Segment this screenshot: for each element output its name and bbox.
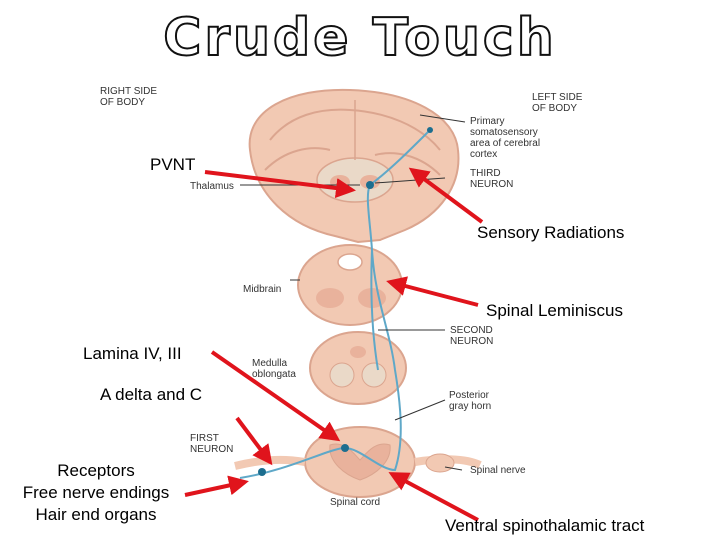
spinal-cord-section [234, 426, 482, 498]
page-title: Crude Touch [162, 7, 557, 69]
a-delta-c-label: A delta and C [100, 385, 203, 404]
spinal-nerve-label: Spinal nerve [470, 465, 526, 476]
primary-area-label: Primary somatosensory area of cerebral c… [470, 116, 541, 160]
spinal-leminiscus-label: Spinal Leminiscus [486, 301, 624, 320]
posterior-horn-label: Posterior gray horn [449, 390, 492, 412]
medulla-label: Medulla oblongata [252, 358, 296, 380]
right-side-label: RIGHT SIDE OF BODY [100, 86, 158, 108]
arrow-ventral-tract [388, 472, 479, 522]
third-neuron-label: THIRD NEURON [470, 168, 514, 190]
left-side-label: LEFT SIDE OF BODY [532, 92, 583, 114]
arrow-lamina [210, 350, 341, 442]
arrow-pvnt [204, 170, 356, 198]
annotation-arrows [184, 167, 484, 522]
arrow-spinal-leminiscus [386, 276, 479, 307]
arrow-receptors [184, 475, 249, 497]
pathway-lines [239, 129, 431, 479]
brain-section [248, 88, 460, 244]
lamina-label: Lamina IV, III [83, 344, 182, 363]
arrow-a-delta-c [235, 416, 273, 466]
midbrain-section [297, 244, 403, 326]
midbrain-label: Midbrain [243, 284, 282, 295]
neuron-dots [258, 127, 433, 476]
sensory-radiations-label: Sensory Radiations [477, 223, 625, 242]
first-neuron-label: FIRST NEURON [190, 433, 234, 455]
medulla-section [309, 331, 407, 405]
spinal-cord-label: Spinal cord [330, 497, 381, 508]
ventral-tract-label: Ventral spinothalamic tract [445, 516, 645, 535]
receptors-label: Receptors Free nerve endings Hair end or… [22, 461, 170, 524]
pvnt-label: PVNT [150, 155, 196, 174]
arrow-sensory-radiations [408, 167, 484, 224]
second-neuron-label: SECOND NEURON [450, 325, 494, 347]
thalamus-label: Thalamus [190, 181, 234, 192]
